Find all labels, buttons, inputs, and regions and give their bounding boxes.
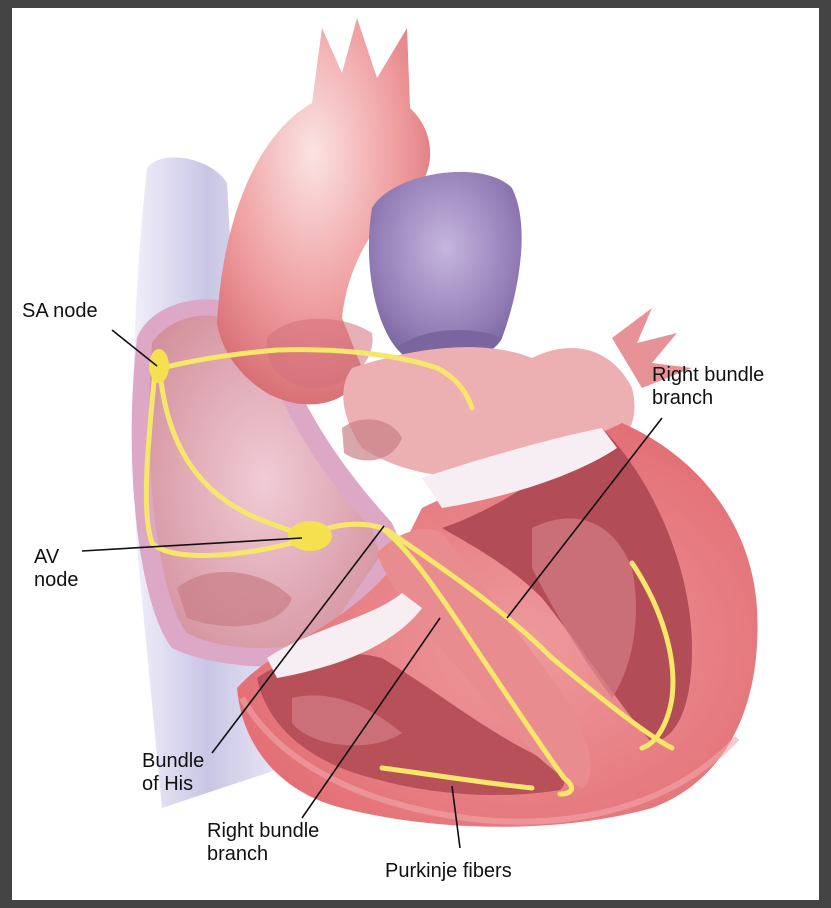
sa-node-label: SA node — [22, 300, 98, 323]
heart-conduction-figure: SA node AV node Right bundle branch Bund… — [12, 8, 819, 900]
bundle-of-his-label: Bundle of His — [142, 750, 204, 796]
heart-illustration — [12, 8, 819, 900]
purkinje-fibers-label: Purkinje fibers — [385, 860, 512, 883]
right-bundle-branch-top-label: Right bundle branch — [652, 364, 764, 410]
av-node-label: AV node — [34, 546, 79, 592]
sa-node — [149, 349, 169, 383]
right-bundle-branch-bottom-label: Right bundle branch — [207, 820, 319, 866]
av-node — [288, 521, 332, 551]
